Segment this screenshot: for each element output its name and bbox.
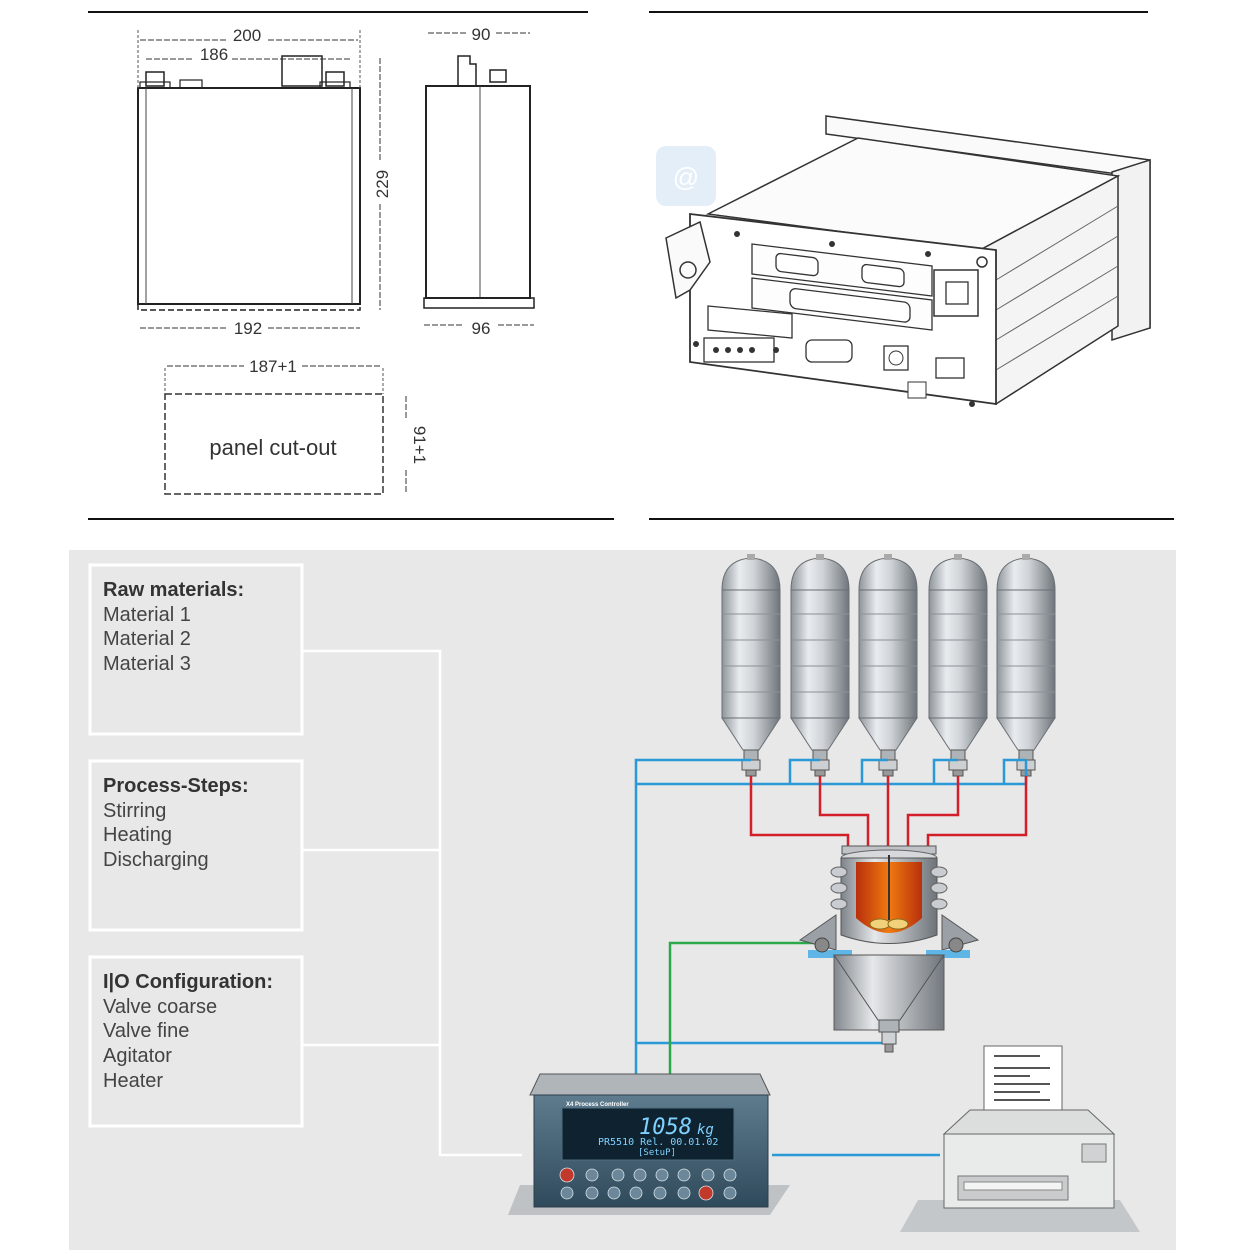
raw-materials-box: Raw materials: Material 1 Material 2 Mat… xyxy=(88,563,304,736)
process-steps-box: Process-Steps: Stirring Heating Discharg… xyxy=(88,759,304,932)
dim-width-inner: 186 xyxy=(200,45,228,64)
process-controller: X4 Process Controller 1058 kg PR5510 Rel… xyxy=(508,1073,790,1215)
dimension-drawing: 200 186 229 192 90 96 xyxy=(88,11,614,520)
dim-width-top: 200 xyxy=(233,26,261,45)
raw-material-item: Material 2 xyxy=(103,628,191,650)
process-step-item: Discharging xyxy=(103,849,209,871)
controller-keypad xyxy=(559,1167,737,1201)
dim-cutout-width: 187+1 xyxy=(249,357,297,376)
raw-material-item: Material 3 xyxy=(103,653,191,675)
raw-materials-title: Raw materials: xyxy=(103,579,244,601)
cutout-label: panel cut-out xyxy=(209,435,336,460)
dim-depth-bottom: 96 xyxy=(472,319,491,338)
io-configuration-title: I|O Configuration: xyxy=(103,971,273,993)
process-diagram: Raw materials: Material 1 Material 2 Mat… xyxy=(69,550,1176,1250)
dim-cutout-height: 91+1 xyxy=(410,426,429,464)
io-configuration-item: Heater xyxy=(103,1070,163,1092)
panel-cutout: 187+1 91+1 panel cut-out xyxy=(164,357,429,495)
connector-lines xyxy=(302,649,522,1157)
controller-brand: X4 Process Controller xyxy=(566,1102,629,1108)
process-steps-title: Process-Steps: xyxy=(103,775,249,797)
front-view: 200 186 229 192 xyxy=(137,26,392,338)
mixing-vessel xyxy=(798,845,980,1053)
side-view: 90 96 xyxy=(423,25,535,338)
dim-height: 229 xyxy=(373,170,392,198)
dim-depth-top: 90 xyxy=(472,25,491,44)
raw-material-item: Material 1 xyxy=(103,604,191,626)
watermark-logo: @ xyxy=(673,162,699,192)
controller-mode-line: [SetuP] xyxy=(638,1148,676,1158)
controller-weight-unit: kg xyxy=(697,1122,714,1138)
process-step-item: Stirring xyxy=(103,800,166,822)
device-rear-view: @ xyxy=(649,11,1174,520)
io-configuration-item: Valve coarse xyxy=(103,996,217,1018)
controller-model-line: PR5510 Rel. 00.01.02 xyxy=(598,1137,718,1148)
controller-weight-value: 1058 xyxy=(639,1115,692,1140)
printer xyxy=(900,1045,1140,1232)
io-configuration-item: Agitator xyxy=(103,1045,172,1067)
io-configuration-item: Valve fine xyxy=(103,1020,189,1042)
process-step-item: Heating xyxy=(103,824,172,846)
io-configuration-box: I|O Configuration: Valve coarse Valve fi… xyxy=(88,955,304,1128)
material-lines xyxy=(749,776,1028,848)
dim-width-bottom: 192 xyxy=(234,319,262,338)
weighing-line xyxy=(668,941,815,1092)
